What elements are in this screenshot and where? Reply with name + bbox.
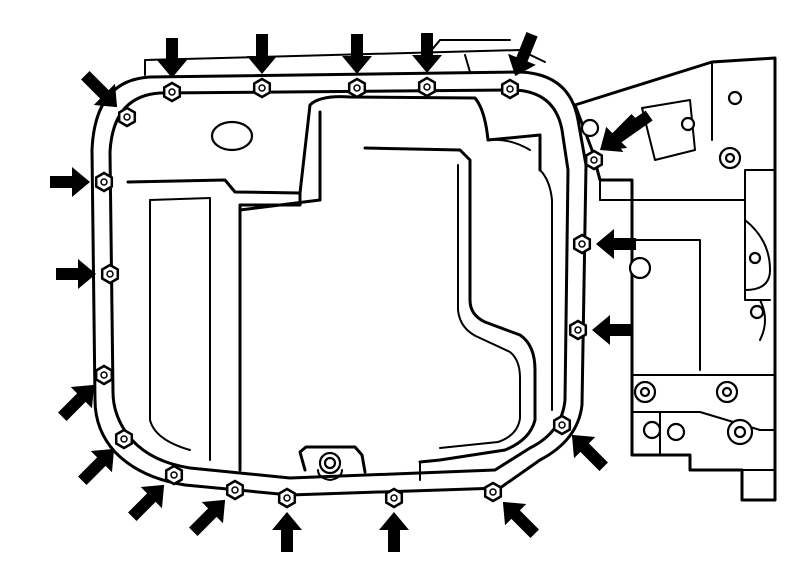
bolt-3-head <box>252 77 272 99</box>
bolt-17-head <box>94 364 114 386</box>
bolt-13-arrow <box>272 512 302 552</box>
bolt-11-arrow <box>502 501 539 538</box>
bolt-19-arrow <box>50 167 90 197</box>
bolt-11-head <box>483 481 503 503</box>
bolt-16-arrow <box>78 448 115 485</box>
bolt-1-arrow <box>81 71 118 108</box>
drain-plug-boss <box>298 445 367 481</box>
bolt-4-arrow <box>342 34 372 74</box>
bolt-20-arrow <box>600 110 653 152</box>
housing-holes <box>580 90 765 446</box>
bolt-4-head <box>347 77 367 99</box>
oil-pan-flange <box>90 70 588 497</box>
bolt-9-head <box>568 319 588 341</box>
bolts-layer <box>94 76 604 509</box>
bolt-15-head <box>164 464 184 486</box>
top-flange-tabs <box>144 39 546 76</box>
bolt-6-arrow <box>508 32 538 76</box>
bolt-14-head <box>225 479 245 501</box>
bolt-17-arrow <box>58 384 95 421</box>
bolt-12-head <box>384 487 404 509</box>
bolt-8-arrow <box>596 229 636 259</box>
arrows-layer <box>50 32 653 552</box>
bolt-3-arrow <box>247 34 277 74</box>
bolt-6-head <box>500 78 520 100</box>
bolt-18-head <box>100 263 120 285</box>
bolt-10-arrow <box>571 434 608 471</box>
bolt-5-head <box>417 76 437 98</box>
bolt-13-head <box>277 487 297 509</box>
bolt-2-head <box>162 81 182 103</box>
sump-contours <box>126 95 553 481</box>
bolt-7-head <box>584 149 604 171</box>
bolt-2-arrow <box>157 38 187 78</box>
bolt-18-arrow <box>56 259 96 289</box>
bolt-14-arrow <box>189 499 226 536</box>
bolt-12-arrow <box>379 512 409 552</box>
bolt-10-head <box>552 414 572 436</box>
bolt-1-head <box>117 106 137 128</box>
bolt-8-head <box>572 233 592 255</box>
bolt-9-arrow <box>592 315 632 345</box>
bolt-16-head <box>114 428 134 450</box>
oil-pan-inner-rim <box>108 88 570 480</box>
bolt-5-arrow <box>412 33 442 73</box>
bolt-19-head <box>94 171 114 193</box>
bolt-15-arrow <box>128 484 165 521</box>
